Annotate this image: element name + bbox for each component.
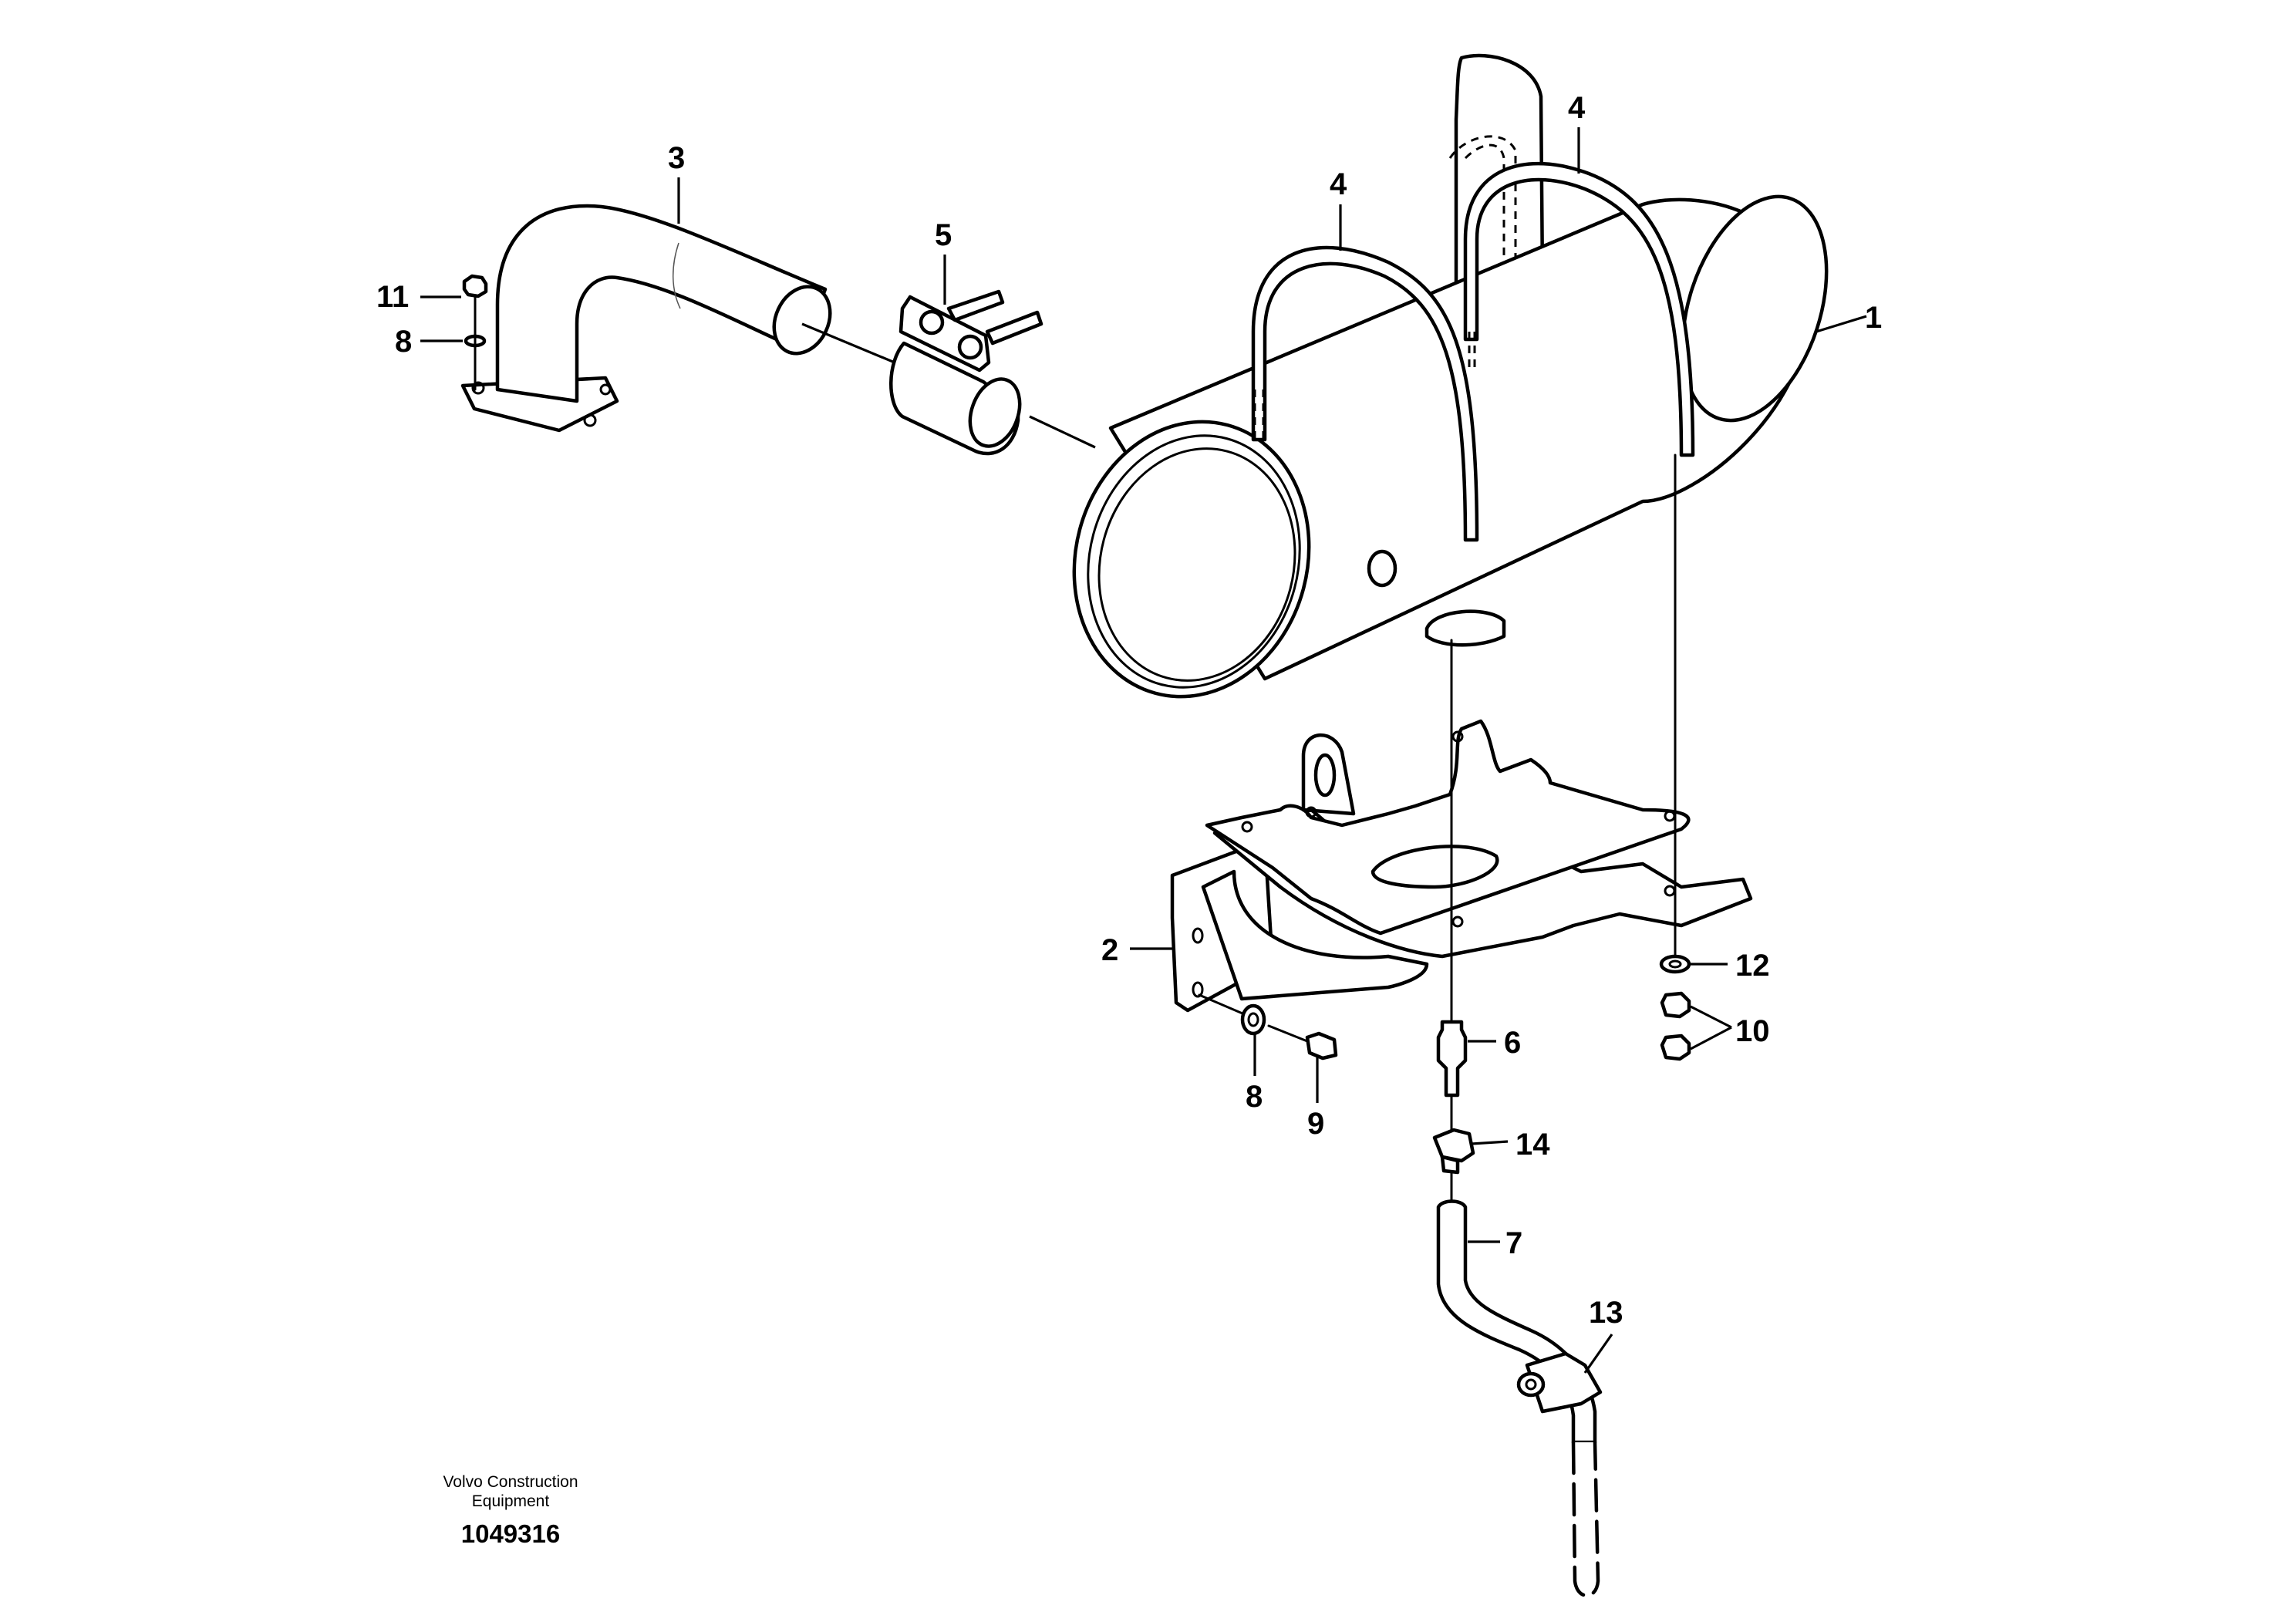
callout-8-upper: 8: [395, 325, 412, 359]
callout-2: 2: [1101, 933, 1118, 967]
drain-hose: [1436, 1171, 1600, 1597]
u-bolt-rear: [1463, 161, 1695, 457]
callout-5: 5: [935, 218, 952, 252]
callout-1: 1: [1865, 301, 1882, 335]
muffler: [1072, 53, 1867, 699]
callout-7: 7: [1505, 1226, 1522, 1260]
callout-14: 14: [1515, 1128, 1550, 1162]
company-name-line2: Equipment: [472, 1492, 550, 1510]
callout-8-lower: 8: [1246, 1080, 1263, 1114]
elbow-connector: [1432, 1128, 1509, 1175]
mounting-bracket: [1130, 719, 1753, 1013]
callout-13: 13: [1589, 1296, 1623, 1330]
callout-6: 6: [1504, 1026, 1521, 1060]
u-bolt-front: [1251, 245, 1479, 542]
callout-9: 9: [1307, 1107, 1324, 1141]
drain-fitting: [1436, 1020, 1496, 1135]
callout-11: 11: [376, 280, 409, 314]
exhaust-elbow-pipe: [460, 204, 895, 433]
band-clamp: [889, 289, 1096, 456]
callout-12: 12: [1735, 949, 1770, 983]
callout-4-front: 4: [1330, 167, 1347, 201]
flange-nut-and-washer: [462, 274, 488, 391]
bracket-bolt-and-washer: [1240, 1003, 1338, 1103]
callout-leaders: [420, 127, 1580, 342]
document-number: 1049316: [461, 1519, 560, 1548]
callout-3: 3: [668, 141, 685, 175]
company-name-line1: Volvo Construction: [443, 1473, 578, 1491]
callout-10: 10: [1735, 1014, 1770, 1048]
hose-clip: [1516, 1334, 1613, 1414]
washer-and-nuts: [1659, 954, 1732, 1061]
callout-4-rear: 4: [1568, 91, 1586, 125]
